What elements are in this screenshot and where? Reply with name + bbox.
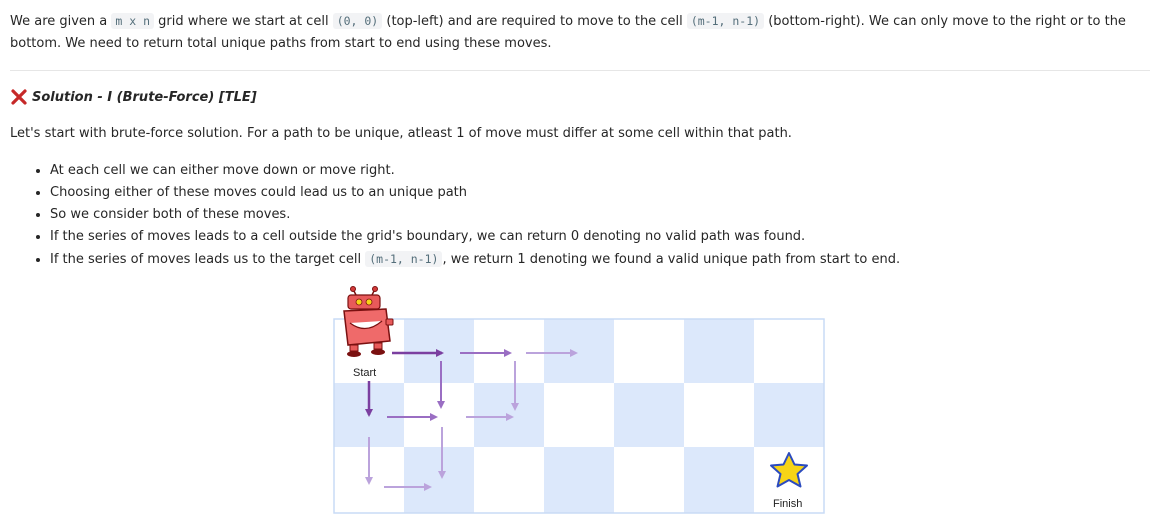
grid-cell	[684, 447, 754, 513]
grid-cell	[474, 447, 544, 513]
grid-cell	[474, 383, 544, 447]
grid-cell	[754, 383, 824, 447]
bullet-text: , we return 1 denoting we found a valid …	[442, 252, 901, 267]
bullet-text: If the series of moves leads us to the t…	[50, 252, 366, 267]
grid-cell	[404, 383, 474, 447]
grid-cell	[474, 319, 544, 383]
grid-cell	[544, 319, 614, 383]
star-icon	[770, 452, 808, 488]
path-arrows	[365, 349, 578, 491]
grid-cell	[614, 447, 684, 513]
bullet-item: At each cell we can either move down or …	[50, 160, 1150, 182]
inline-code-target-cell: (m-1, n-1)	[365, 251, 443, 267]
grid-cell	[614, 319, 684, 383]
grid-cell	[614, 383, 684, 447]
inline-code-grid-size: m x n	[111, 13, 155, 29]
bullet-list: At each cell we can either move down or …	[10, 160, 1150, 271]
intro-text-3: (top-left) and are required to move to t…	[382, 14, 687, 29]
solution-heading: Solution - I (Brute-Force) [TLE]	[10, 87, 1150, 107]
grid-paths-figure: Start Finish	[333, 286, 825, 514]
intro-text-4: (bottom-right). We can only move to the …	[10, 14, 1126, 51]
problem-description: We are given a m x n grid where we start…	[10, 10, 1150, 55]
bullet-item: So we consider both of these moves.	[50, 204, 1150, 226]
grid-cell	[544, 383, 614, 447]
grid-cell	[404, 319, 474, 383]
bullet-item: Choosing either of these moves could lea…	[50, 182, 1150, 204]
bullet-item: If the series of moves leads to a cell o…	[50, 226, 1150, 248]
bullet-item: If the series of moves leads us to the t…	[50, 248, 1150, 271]
grid-cell	[684, 319, 754, 383]
grid-cell	[544, 447, 614, 513]
intro-text-2: grid where we start at cell	[154, 14, 333, 29]
grid-cell	[684, 383, 754, 447]
section-divider	[10, 70, 1150, 71]
inline-code-start-cell: (0, 0)	[332, 13, 383, 29]
grid-cell	[754, 319, 824, 383]
intro-text-1: We are given a	[10, 14, 112, 29]
cross-icon	[11, 89, 27, 105]
start-label: Start	[353, 367, 376, 379]
solution-paragraph: Let's start with brute-force solution. F…	[10, 126, 792, 141]
robot-icon	[343, 286, 394, 357]
grid-border	[333, 318, 825, 514]
inline-code-end-cell: (m-1, n-1)	[686, 13, 765, 29]
solution-title: Solution - I (Brute-Force) [TLE]	[32, 89, 257, 105]
article-content: We are given a m x n grid where we start…	[10, 0, 1150, 271]
grid-cell	[404, 447, 474, 513]
finish-label: Finish	[773, 498, 802, 510]
